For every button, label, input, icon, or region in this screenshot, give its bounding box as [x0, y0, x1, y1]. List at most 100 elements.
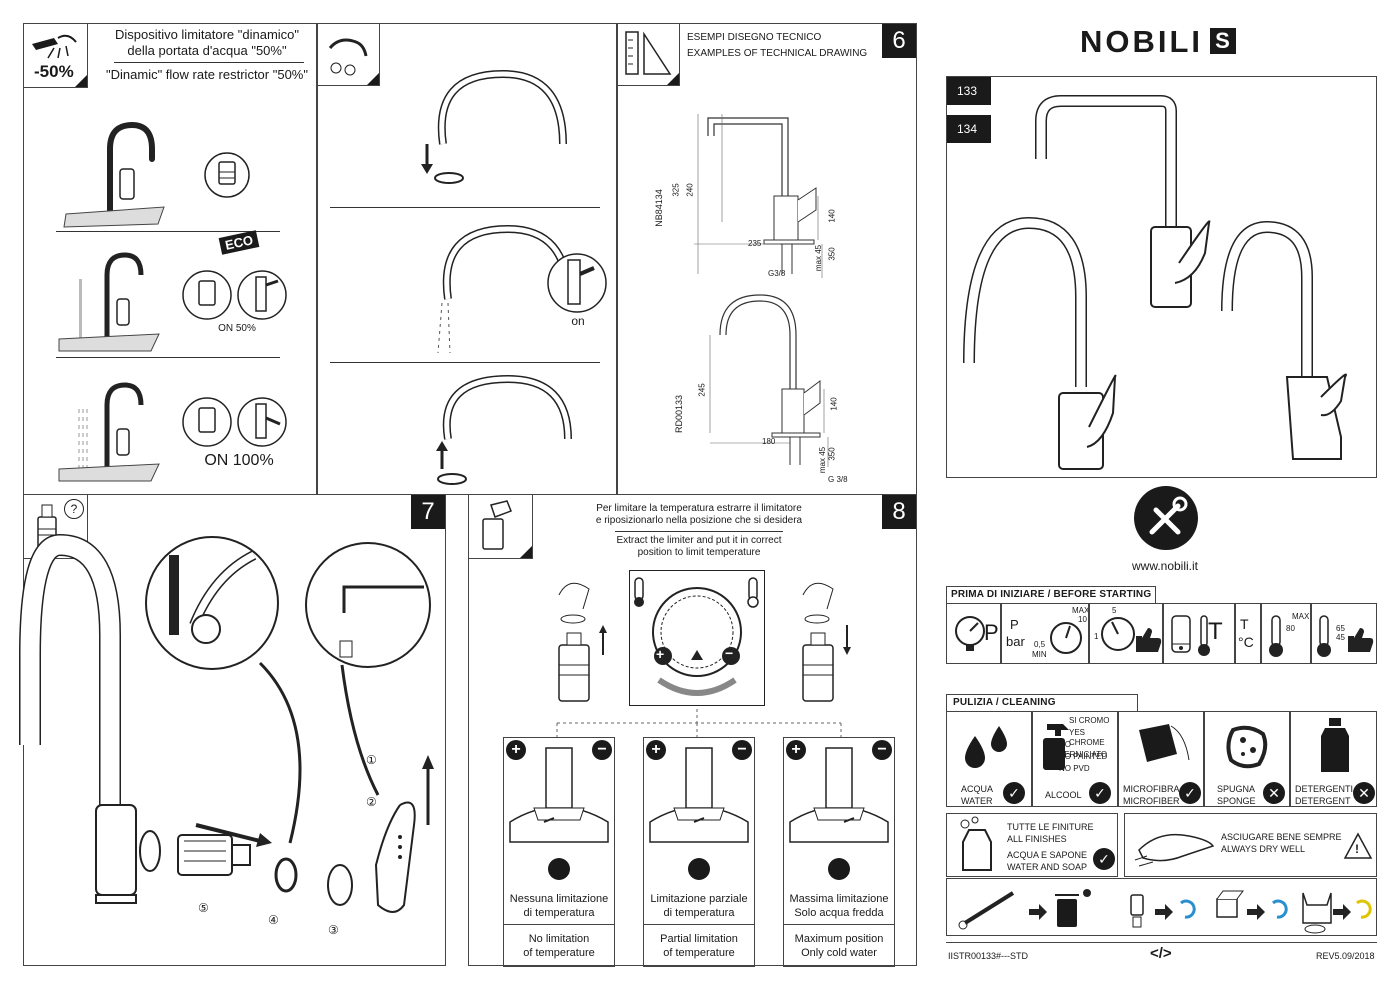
dim-b-thread: G 3/8	[828, 475, 848, 484]
clean-alcohol-cell: SI CROMO YES CHROME NO VERNICIATO NO PAI…	[1032, 711, 1118, 807]
thermometer-thumbs-up-icon	[1317, 615, 1374, 657]
thermometer-icon	[1198, 615, 1210, 656]
gauge-thumbs-up-icon	[1101, 617, 1162, 652]
soap-check-icon: ✓	[1093, 848, 1115, 870]
alcohol-check-icon: ✓	[1089, 782, 1111, 804]
product-overview: 133 134	[946, 76, 1377, 478]
max-value: 10	[1078, 615, 1087, 624]
panel-temperature-limiter: 8 Per limitare la temperatura estrarre i…	[468, 494, 917, 967]
aerator-key-icon	[328, 38, 368, 76]
water-check-icon: ✓	[1003, 782, 1025, 804]
footer-code-mark: </>	[1150, 945, 1172, 962]
limiter-intro-it-2: e riposizionarlo nella posizione che si …	[595, 515, 803, 526]
aerator-icon-box	[318, 24, 380, 86]
drawing-title-it: ESEMPI DISEGNO TECNICO	[687, 32, 822, 43]
ruler-triangle-icon	[625, 31, 672, 75]
before-starting-section: PRIMA DI INIZIARE / BEFORE STARTING P P …	[946, 586, 1377, 664]
panel-flow-restrictor: -50% Dispositivo limitatore "dinamico" d…	[23, 23, 317, 495]
tools-icon	[1134, 486, 1198, 550]
dim-a-max45: max 45	[814, 244, 824, 272]
step-number-7: 7	[411, 495, 445, 529]
restrictor-title-it-1: Dispositivo limitatore "dinamico"	[114, 27, 300, 42]
limiter-dial-illustration	[634, 577, 759, 696]
dim-a-240: 240	[685, 183, 695, 197]
lever-full-icon	[237, 397, 287, 447]
lever-half-icon	[237, 270, 287, 320]
maximum-plus-circle: +	[786, 740, 806, 760]
part-label-4: ④	[268, 913, 279, 927]
faucet-running-full-illustration	[58, 382, 160, 482]
alcohol-label: ALCOOL	[1045, 790, 1082, 800]
restrictor-icon-box: -50%	[24, 24, 88, 88]
website-link[interactable]: www.nobili.it	[1131, 559, 1199, 573]
partial-minus-circle: −	[732, 740, 752, 760]
eco-badge: ECO	[218, 230, 260, 255]
warning-mark: !	[1355, 842, 1359, 856]
brand-logo: NOBILI S	[1080, 24, 1236, 60]
microfiber-en: MICROFIBER	[1123, 796, 1180, 806]
detergent-bottle-icon	[1321, 718, 1349, 772]
limiter-insert-illustration	[802, 582, 851, 702]
pressure-bar: bar	[1006, 634, 1025, 649]
sponge-icon	[1226, 725, 1268, 769]
wrench-screwdriver-icon	[1149, 496, 1188, 535]
none-en-2: of temperature	[523, 947, 595, 959]
drawing-title-en: EXAMPLES OF TECHNICAL DRAWING	[687, 48, 868, 59]
dim-b-245: 245	[697, 383, 707, 397]
detergent-cross-icon: ✕	[1353, 782, 1375, 804]
partial-hourglass-icon	[688, 858, 710, 880]
none-plus-circle: +	[506, 740, 526, 760]
faucet-running-half-illustration	[58, 252, 160, 352]
t45-label: 45	[1336, 633, 1345, 642]
faucet-spray-icon	[32, 34, 77, 59]
dim-a-thread: G3/8	[768, 269, 786, 278]
panel-aerator-removal: on	[317, 23, 617, 495]
limiter-option-maximum: + − Massima limitazione Solo acqua fredd…	[783, 737, 895, 967]
partial-en-2: of temperature	[663, 947, 735, 959]
limiter-intro-en-1: Extract the limiter and put it in correc…	[616, 535, 782, 546]
step-number-8: 8	[882, 495, 916, 529]
on-50-label: ON 50%	[218, 323, 256, 334]
restrictor-title-en: "Dinamic" flow rate restrictor "50%"	[106, 67, 308, 82]
dim-a-325: 325	[671, 183, 681, 197]
brand-name: NOBILI	[1080, 24, 1204, 59]
spout-aerator-down-illustration	[421, 69, 567, 184]
temperature-t: T	[1208, 618, 1223, 645]
limiter-cartridge-icon	[482, 500, 512, 550]
dim-a-235: 235	[748, 239, 762, 248]
microfiber-check-icon: ✓	[1179, 782, 1201, 804]
gauge-max10-icon	[1050, 622, 1082, 654]
pressure-gauge-icon	[955, 616, 985, 651]
technical-drawing-134	[694, 114, 823, 278]
soap-it: ACQUA E SAPONE	[1007, 850, 1088, 860]
cleaning-section: PULIZIA / CLEANING ACQUA WATER ✓ SI CROM…	[946, 694, 1377, 936]
water-en: WATER	[961, 796, 993, 806]
limiter-dial-box	[629, 570, 765, 706]
limiter-maximum-illustration	[789, 747, 889, 843]
corner-mark	[75, 75, 87, 87]
chrome-list-2: NO VERNICIATO	[1059, 740, 1108, 759]
pressure-p-small: P	[1010, 617, 1019, 632]
chrome-list-3: NO PAINTED	[1059, 752, 1108, 761]
question-mark-circle: ?	[64, 499, 84, 519]
spout-aerator-refit-illustration	[436, 374, 572, 485]
partial-plus-circle: +	[646, 740, 666, 760]
technical-drawing-133	[709, 294, 829, 467]
gauge-one: 1	[1094, 632, 1099, 641]
disposal-icons	[958, 889, 1372, 934]
chrome-list-0: SI CROMO	[1069, 716, 1110, 725]
clean-microfiber-cell: MICROFIBRA MICROFIBER ✓	[1118, 711, 1204, 807]
partial-en-1: Partial limitation	[660, 933, 738, 945]
dim-a-350: 350	[827, 247, 837, 261]
t65-label: 65	[1336, 624, 1345, 633]
model-tag-134: 134	[947, 115, 991, 143]
microfiber-cloth-icon	[1139, 724, 1190, 762]
thermometer-max80-icon	[1269, 615, 1283, 657]
code-rd00133: RD00133	[674, 394, 685, 434]
clean-dry-cell: ASCIUGARE BENE SEMPRE ALWAYS DRY WELL !	[1124, 813, 1377, 877]
spray-bottle-icon	[1043, 724, 1069, 770]
warning-triangle-icon	[1343, 832, 1373, 859]
dry-it: ASCIUGARE BENE SEMPRE	[1221, 832, 1342, 842]
maximum-en-2: Only cold water	[801, 947, 877, 959]
none-hourglass-icon	[548, 858, 570, 880]
